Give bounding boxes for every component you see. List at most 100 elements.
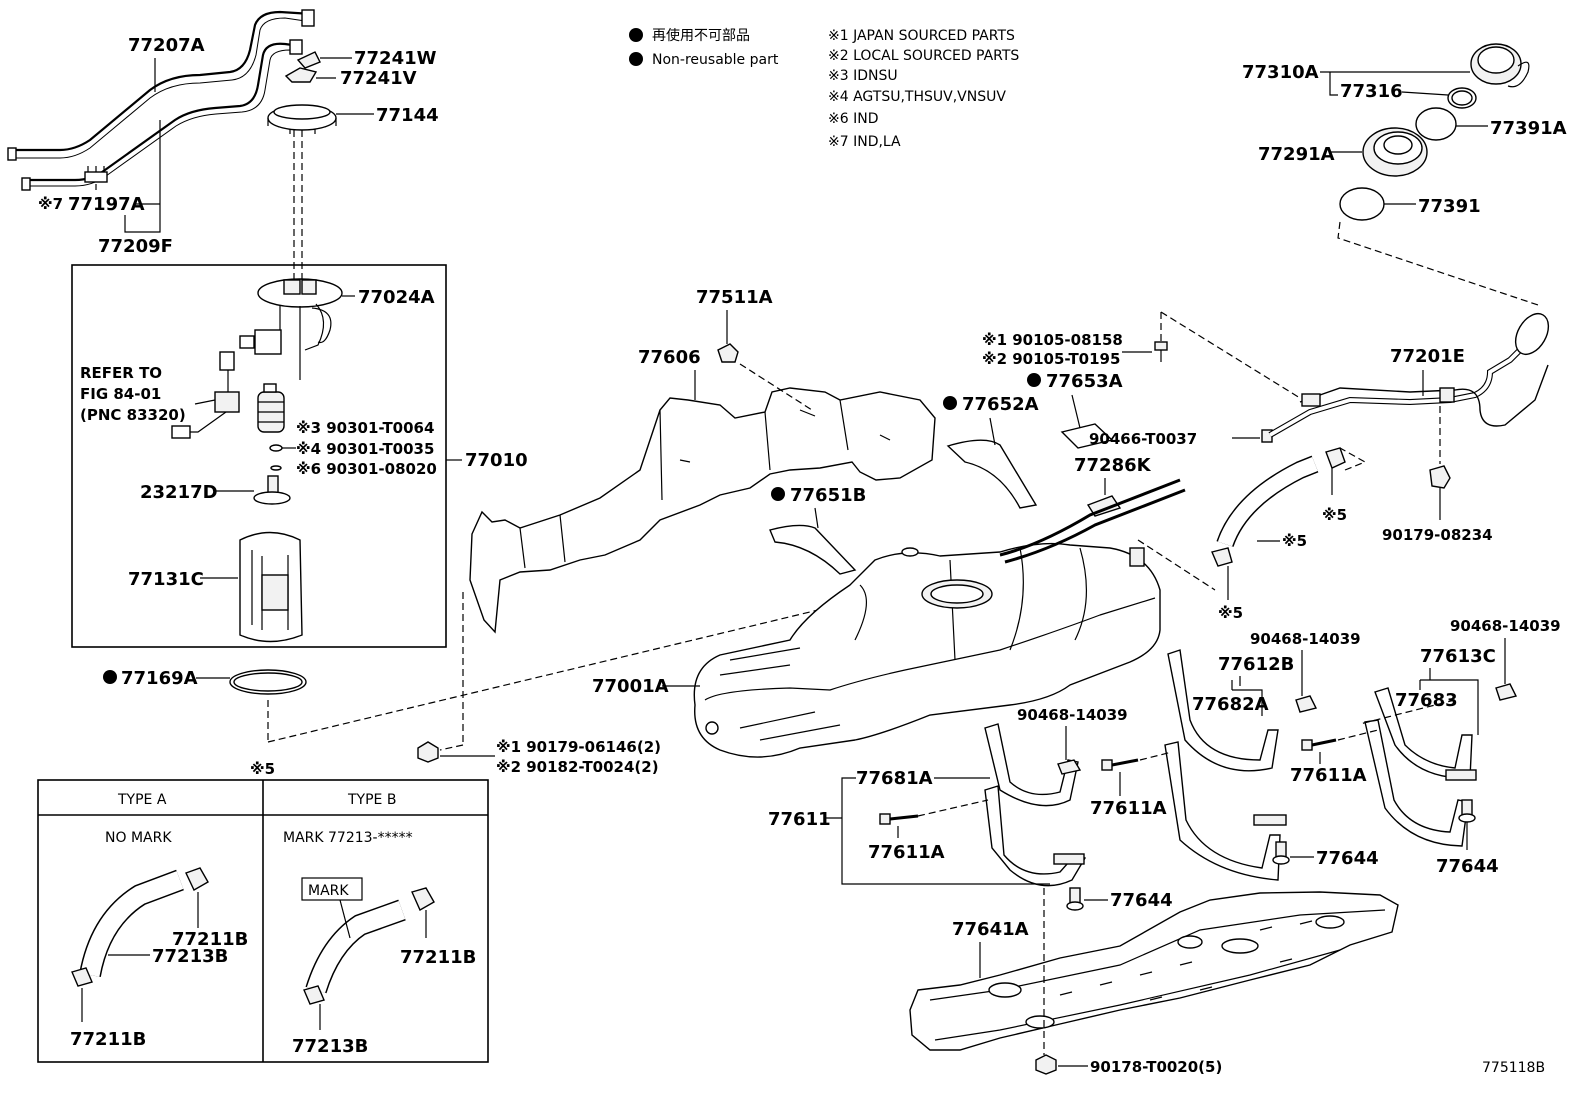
label-90468-14039: 90468-14039 — [1450, 617, 1561, 635]
label-77652A: 77652A — [962, 394, 1039, 415]
legend-note: ※4 AGTSU,THSUV,VNSUV — [828, 89, 1006, 105]
label-77001A: 77001A — [592, 676, 669, 697]
label-90301-T0064: ※3 90301-T0064 — [296, 419, 434, 437]
clip-icon — [1295, 695, 1318, 713]
legend-note: ※2 LOCAL SOURCED PARTS — [828, 48, 1019, 64]
bolt-icon — [1301, 738, 1337, 751]
legend: 再使用不可部品 Non-reusable part ※1 JAPAN SOURC… — [629, 27, 1019, 150]
label-90179-08234: 90179-08234 — [1382, 526, 1493, 544]
fuel-tank-77001A — [693, 478, 1186, 758]
gasket-77316 — [1447, 87, 1477, 109]
snap-ring-77391 — [1339, 187, 1385, 221]
label-77213B: 77213B — [292, 1036, 368, 1057]
heat-protector-77606 — [469, 387, 936, 634]
clip-icon — [84, 166, 108, 183]
label-77641A: 77641A — [952, 919, 1029, 940]
clip-icon — [1057, 759, 1082, 775]
label-refer-fig: FIG 84-01 — [80, 385, 161, 403]
label-77201E: 77201E — [1390, 346, 1465, 367]
filler-pipe-77201E — [1268, 313, 1550, 438]
label-77010: 77010 — [465, 450, 528, 471]
legend-en: Non-reusable part — [652, 52, 779, 68]
insulator-77652A — [946, 439, 1038, 509]
label-77653A: 77653A — [1046, 371, 1123, 392]
nut-icon — [417, 741, 439, 763]
label-77131C: 77131C — [128, 569, 204, 590]
label-77211B: 77211B — [172, 929, 248, 950]
label-90182-T0024: ※2 90182-T0024(2) — [496, 758, 659, 776]
label-77682A: 77682A — [1192, 694, 1269, 715]
gasket-77169A — [229, 669, 307, 695]
legend-jp: 再使用不可部品 — [652, 27, 750, 44]
bolt-77644 — [1272, 841, 1290, 865]
label-77644: 77644 — [1110, 890, 1173, 911]
bolt-icon — [879, 813, 919, 825]
label-77683: 77683 — [1395, 690, 1458, 711]
label-77197A: 77197A — [68, 194, 145, 215]
tank-band-77681A — [984, 723, 1087, 887]
label-77211B: 77211B — [400, 947, 476, 968]
type-b-mark: MARK 77213-***** — [283, 830, 413, 846]
clamp-77286K — [1086, 495, 1122, 517]
label-refer-pnc: (PNC 83320) — [80, 406, 186, 424]
label-77291A: 77291A — [1258, 144, 1335, 165]
bolt-77644 — [1458, 799, 1476, 823]
legend-note: ※7 IND,LA — [828, 134, 901, 150]
type-b-hose — [303, 887, 435, 1005]
label-77169A: 77169A — [121, 668, 198, 689]
legend-note: ※6 IND — [828, 111, 878, 127]
label-77391A: 77391A — [1490, 118, 1567, 139]
label-note-5: ※5 — [1282, 532, 1307, 550]
pump-retainer-23217D — [253, 475, 291, 505]
retainer-77241V — [284, 67, 318, 83]
label-77611A: 77611A — [1090, 798, 1167, 819]
label-77316: 77316 — [1340, 81, 1403, 102]
label-77391: 77391 — [1418, 196, 1481, 217]
label-77241V: 77241V — [340, 68, 417, 89]
figure-number: 775118B — [1482, 1060, 1545, 1076]
bolt-icon — [1101, 758, 1139, 771]
tank-band-77683 — [1364, 687, 1477, 847]
label-77511A: 77511A — [696, 287, 773, 308]
label-77144: 77144 — [376, 105, 439, 126]
breather-hose — [1211, 447, 1346, 567]
label-77211B: 77211B — [70, 1029, 146, 1050]
label-90301-T0035: ※4 90301-T0035 — [296, 440, 434, 458]
pump-cup-77131C — [239, 531, 303, 643]
label-77611: 77611 — [768, 809, 831, 830]
type-a-hose — [71, 867, 209, 987]
label-90178-T0020: 90178-T0020(5) — [1090, 1058, 1222, 1076]
bolt-icon — [1154, 341, 1168, 362]
protector-plate-77641A — [909, 891, 1399, 1051]
label-77207A: 77207A — [128, 35, 205, 56]
label-refer-to: REFER TO — [80, 364, 162, 382]
gasket-77241W — [296, 51, 321, 69]
fuel-tube-assembly — [7, 9, 315, 191]
legend-note: ※1 JAPAN SOURCED PARTS — [828, 28, 1015, 44]
bolt-77644 — [1066, 887, 1084, 911]
label-77606: 77606 — [638, 347, 701, 368]
label-90179-06146: ※1 90179-06146(2) — [496, 738, 661, 756]
label-77613C: 77613C — [1420, 646, 1496, 667]
o-ring-small — [269, 444, 283, 471]
label-90468-14039: 90468-14039 — [1250, 630, 1361, 648]
label-77612B: 77612B — [1218, 654, 1294, 675]
label-77209F: 77209F — [98, 236, 173, 257]
label-77024A: 77024A — [358, 287, 435, 308]
label-77681A: 77681A — [856, 768, 933, 789]
label-23217D: 23217D — [140, 482, 218, 503]
label-77644: 77644 — [1436, 856, 1499, 877]
legend-note: ※3 IDNSU — [828, 68, 898, 84]
label-note-5: ※5 — [250, 760, 275, 778]
label-77310A: 77310A — [1242, 62, 1319, 83]
insulator-77651B — [769, 524, 857, 575]
label-77241W: 77241W — [354, 48, 437, 69]
label-77213B: 77213B — [152, 946, 228, 967]
label-77611A: 77611A — [1290, 765, 1367, 786]
fuel-cap-77310A — [1470, 43, 1530, 88]
label-90468-14039: 90468-14039 — [1017, 706, 1128, 724]
label-77286K: 77286K — [1074, 455, 1152, 476]
grommet-90179-08234 — [1429, 465, 1451, 489]
non-reusable-dot-icon — [629, 28, 643, 42]
